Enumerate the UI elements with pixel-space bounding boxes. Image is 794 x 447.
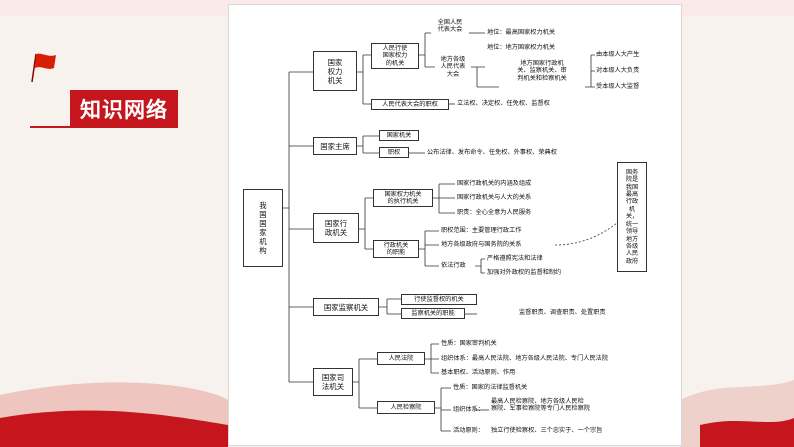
admin-exec-item-1: 国家行政机关的内涵及组成 <box>457 180 532 187</box>
procuratorate-nature: 性质：国家的法律监督机关 <box>453 384 528 391</box>
node-power-organs: 国家 权力 机关 <box>313 51 357 91</box>
president-organ: 国家机关 <box>379 130 419 141</box>
red-flag-icon <box>31 53 56 82</box>
local-organs-relation: 地方国家行政机 关、监察机关、审 判机关和检察机关 <box>517 60 567 82</box>
node-national-npc: 全国人民 代表大会 <box>437 19 463 34</box>
title-underline <box>30 126 178 128</box>
court-nature: 性质：国家审判机关 <box>441 340 497 347</box>
supervision-functions-list: 监督职责、调查职责、处置职责 <box>519 309 606 316</box>
procuratorate-principle-label: 活动原则： <box>453 427 484 434</box>
admin-lawful-item-2: 加强对外政权的监督和制约 <box>487 269 562 276</box>
node-npc-role: 人民行使 国家权力 的机关 <box>371 43 419 69</box>
connector-lines <box>283 32 618 432</box>
node-procuratorate: 人民检察院 <box>377 401 435 414</box>
node-president: 国家主席 <box>313 137 357 155</box>
node-supervision: 国家监察机关 <box>313 298 379 316</box>
root-node: 我 国 国 家 机 构 <box>243 189 283 267</box>
supervision-item-1: 行使监督权的机关 <box>401 294 477 305</box>
node-supervision-functions: 监察机关的职能 <box>401 308 465 319</box>
node-court: 人民法院 <box>377 352 425 365</box>
slide-title: 知识网络 <box>70 90 178 128</box>
relation-responsible: 对本级人大负责 <box>596 67 640 74</box>
relation-produced: 由本级人大产生 <box>596 51 640 58</box>
node-judicial: 国家司 法机关 <box>313 368 353 396</box>
procuratorate-principle: 独立行使检察权、三个忠实于、一个宗旨 <box>491 427 603 434</box>
procuratorate-org-label: 组织体系： <box>453 406 484 413</box>
admin-lawful-item-1: 严格遵照宪法和法律 <box>487 255 543 262</box>
node-admin-executive: 国家权力机关 的执行机关 <box>373 189 433 207</box>
node-admin-functions: 行政机关 的职能 <box>373 240 419 258</box>
president-powers-list: 公布法律、发布命令、任免权、外事权、荣典权 <box>427 149 557 156</box>
node-local-npc: 地方各级 人民代表 大会 <box>440 56 466 78</box>
node-npc-powers: 人民代表大会的职权 <box>371 99 449 110</box>
admin-exec-item-3: 职责：全心全意为人民服务 <box>457 209 532 216</box>
relation-supervised: 受本级人大监督 <box>596 83 640 90</box>
local-npc-status: 地位：地方国家权力机关 <box>487 44 556 51</box>
admin-duty-scope: 职权范围：主要管理行政工作 <box>441 227 522 234</box>
knowledge-map-panel: 我 国 国 家 机 构 国家 权力 机关 人民行使 国家权力 的机关 全国人民 … <box>228 4 682 446</box>
node-admin-organs: 国家行 政机关 <box>313 213 359 243</box>
admin-lawful: 依法行政 <box>441 262 466 269</box>
national-npc-status: 地位：最高国家权力机关 <box>487 29 556 36</box>
procuratorate-organization: 最高人民检察院、地方各级人民检 察院、军事检察院等专门人民检察院 <box>491 398 590 413</box>
node-president-powers: 职权 <box>379 147 409 158</box>
admin-duty-relation: 地方各级政府与国务院的关系 <box>441 241 522 248</box>
npc-powers-list: 立法权、决定权、任免权、监督权 <box>457 100 550 107</box>
admin-exec-item-2: 国家行政机关与人大的关系 <box>457 194 532 201</box>
state-council-note: 国务 院是 我国 最高 行政 机 关， 统一 领导 地方 各级 人民 政府 <box>617 162 647 272</box>
court-duties: 基本职权、活动原则、作用 <box>441 369 516 376</box>
court-organization: 组织体系：最高人民法院、地方各级人民法院、专门人民法院 <box>441 355 609 362</box>
